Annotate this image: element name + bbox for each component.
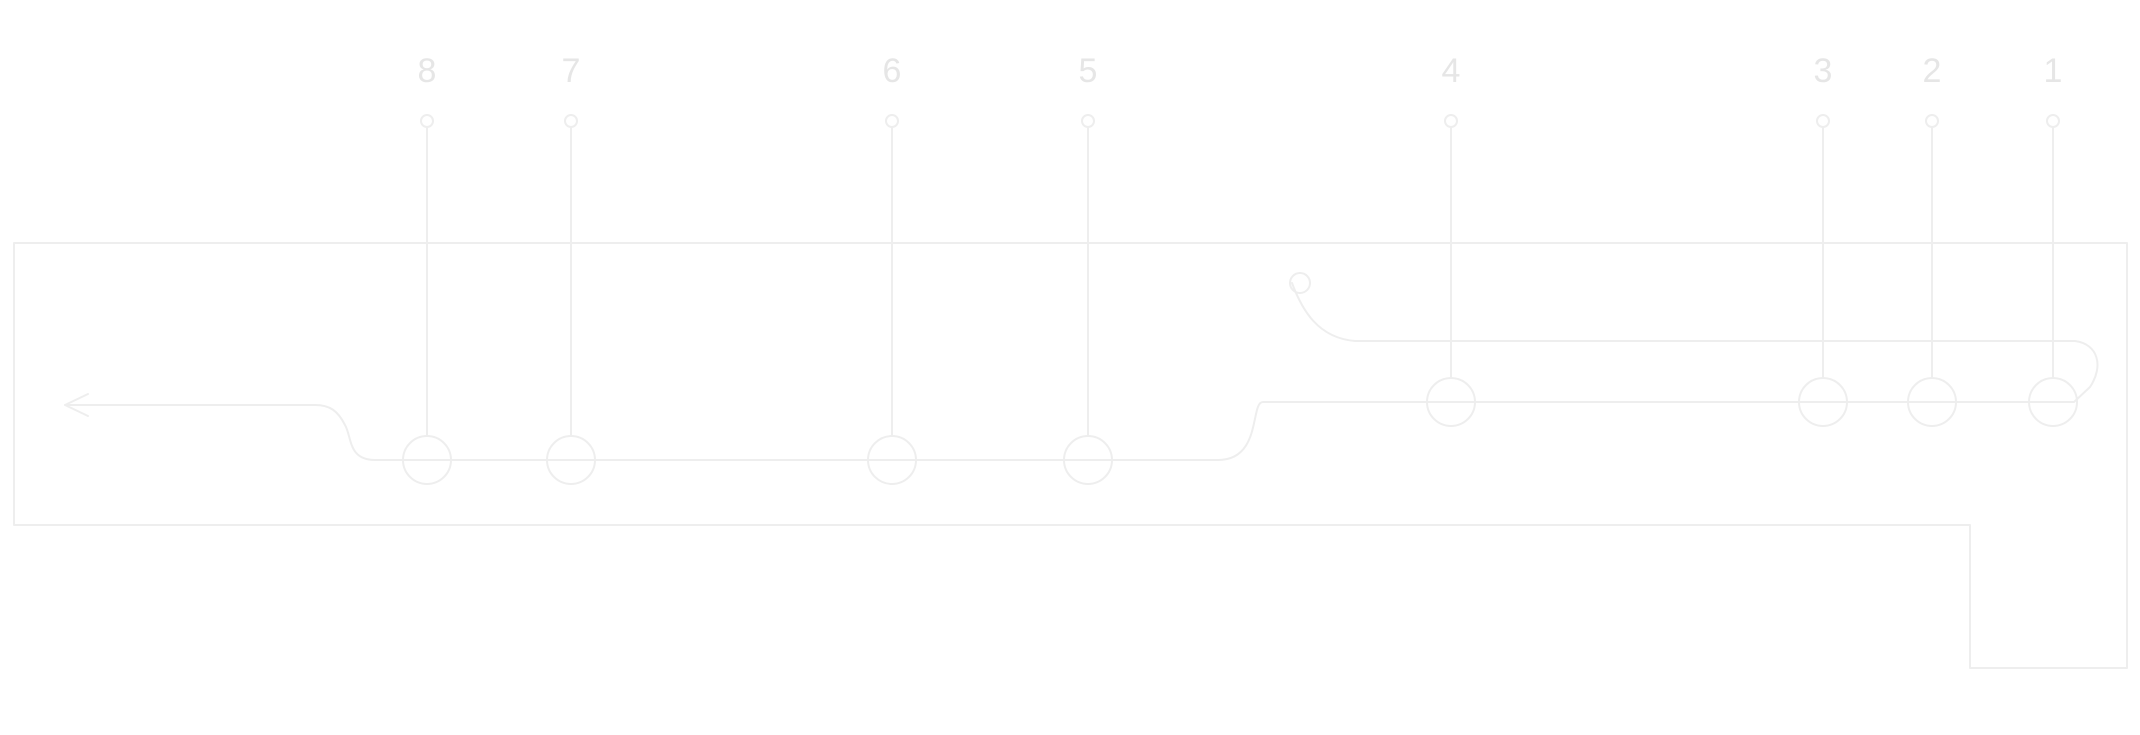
- station-6: 6: [867, 52, 917, 485]
- station-node: [1798, 377, 1848, 427]
- arrowhead-icon: [64, 393, 89, 417]
- station-3: 3: [1798, 52, 1848, 427]
- station-label: 2: [1923, 52, 1942, 90]
- station-node: [1907, 377, 1957, 427]
- station-label: 5: [1079, 52, 1098, 90]
- station-2: 2: [1907, 52, 1957, 427]
- route-path: [64, 282, 2099, 461]
- station-dot: [1444, 114, 1458, 128]
- station-node: [2028, 377, 2078, 427]
- station-4: 4: [1426, 52, 1476, 427]
- station-node: [1426, 377, 1476, 427]
- station-5: 5: [1063, 52, 1113, 485]
- route-start-node: [1289, 272, 1311, 294]
- station-dot: [2046, 114, 2060, 128]
- station-7: 7: [546, 52, 596, 485]
- station-dot: [885, 114, 899, 128]
- station-dot: [1816, 114, 1830, 128]
- station-8: 8: [402, 52, 452, 485]
- station-dot: [1925, 114, 1939, 128]
- station-node: [546, 435, 596, 485]
- station-1: 1: [2028, 52, 2078, 427]
- station-node: [867, 435, 917, 485]
- station-label: 4: [1442, 52, 1461, 90]
- station-dot: [564, 114, 578, 128]
- station-node: [1063, 435, 1113, 485]
- station-label: 1: [2044, 52, 2063, 90]
- station-label: 8: [418, 52, 437, 90]
- station-node: [402, 435, 452, 485]
- station-label: 6: [883, 52, 902, 90]
- station-dot: [1081, 114, 1095, 128]
- station-dot: [420, 114, 434, 128]
- station-list: 8 7 6 5 4 3 2 1: [402, 52, 2078, 485]
- station-label: 7: [562, 52, 581, 90]
- station-label: 3: [1814, 52, 1833, 90]
- boundary-frame: [13, 242, 2128, 669]
